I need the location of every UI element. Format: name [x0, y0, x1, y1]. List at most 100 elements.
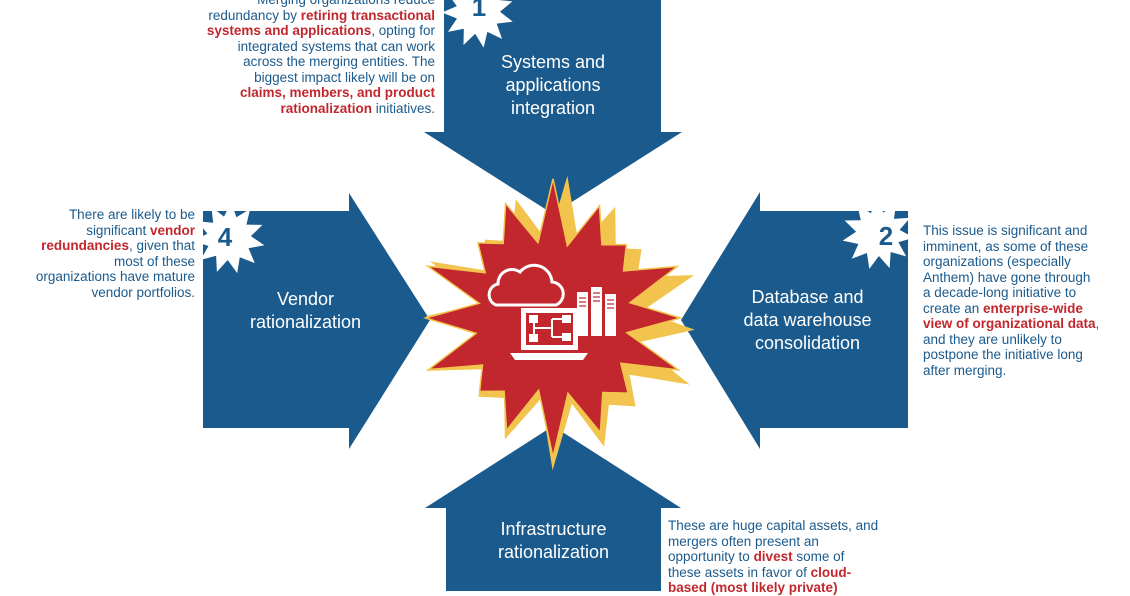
description-line: There are likely to be — [15, 207, 195, 223]
systems-integration-label: Systems and applications integration — [468, 51, 638, 120]
vendor-rationalization-arrow — [203, 193, 430, 449]
description-line: This issue is significant and — [923, 223, 1128, 239]
description-line: Merging organizations reduce — [180, 0, 435, 8]
description-text: after merging. — [923, 362, 1007, 378]
description-text: Merging organizations reduce — [257, 0, 435, 7]
description-line: Anthem) have gone through — [923, 270, 1128, 286]
description-line: These are huge capital assets, and — [668, 518, 908, 534]
description-text: a decade-long initiative to — [923, 285, 1077, 300]
description-line: significant vendor — [15, 223, 195, 239]
description-line: redundancies, given that — [15, 238, 195, 254]
label-line: rationalization — [497, 542, 610, 562]
description-line: integrated systems that can work — [180, 39, 435, 55]
description-text: vendor portfolios. — [91, 284, 195, 300]
description-text: initiatives. — [371, 100, 435, 116]
description-line: after merging. — [923, 363, 1128, 379]
description-text: redundancy by — [208, 7, 301, 23]
description-line: redundancy by retiring transactional — [180, 8, 435, 24]
highlighted-text: claims, members, and product — [239, 85, 435, 100]
label-line: Infrastructure — [500, 519, 607, 539]
highlighted-text: view of organizational data — [923, 316, 1096, 331]
network-diagram-icon — [529, 315, 571, 342]
highlighted-text: based (most likely private) — [668, 580, 838, 595]
cloud-icon — [487, 263, 565, 307]
step-number-4: 4 — [217, 222, 233, 252]
description-text: , — [1095, 316, 1100, 331]
label-line: Systems and — [500, 52, 606, 72]
step-number-2: 2 — [878, 221, 894, 251]
description-line: a decade-long initiative to — [923, 285, 1128, 301]
description-text: This issue is significant and — [923, 223, 1088, 238]
label-line: applications — [505, 75, 601, 95]
infrastructure-rationalization-arrow — [425, 426, 681, 591]
label-line: consolidation — [754, 333, 861, 353]
description-line: organizations (especially — [923, 254, 1128, 270]
description-line: and they are unlikely to — [923, 332, 1128, 348]
description-line: imminent, as some of these — [923, 239, 1128, 255]
description-text: organizations (especially — [923, 254, 1071, 269]
description-text: , opting for — [371, 23, 435, 38]
description-text: create an — [923, 300, 984, 316]
number-2-starburst — [842, 198, 914, 269]
description-line: postpone the initiative long — [923, 347, 1128, 363]
description-line: based (most likely private) — [668, 580, 908, 596]
description-text: These are huge capital assets, and — [668, 518, 879, 533]
highlighted-text: redundancies — [41, 238, 129, 253]
highlighted-text: divest — [753, 549, 793, 564]
description-text: , given that — [128, 238, 195, 253]
highlighted-text: enterprise-wide — [983, 300, 1083, 316]
systems-integration-description: Merging organizations reduceredundancy b… — [180, 0, 435, 116]
description-line: these assets in favor of cloud- — [668, 565, 908, 581]
infrastructure-rationalization-label: Infrastructure rationalization — [466, 518, 641, 564]
description-line: most of these — [15, 254, 195, 270]
description-line: view of organizational data, — [923, 316, 1128, 332]
highlighted-text: rationalization — [280, 100, 372, 116]
description-line: across the merging entities. The — [180, 54, 435, 70]
description-text: imminent, as some of these — [923, 238, 1089, 254]
highlighted-text: systems and applications — [206, 23, 372, 38]
description-text: Anthem) have gone through — [923, 269, 1091, 285]
step-number-1: 1 — [471, 0, 487, 22]
description-text: opportunity to — [668, 549, 754, 564]
description-text: mergers often present an — [668, 533, 819, 549]
description-text: and they are unlikely to — [923, 331, 1062, 347]
number-1-starburst — [442, 0, 513, 48]
database-consolidation-label: Database and data warehouse consolidatio… — [720, 286, 895, 355]
description-line: rationalization initiatives. — [180, 101, 435, 117]
systems-integration-arrow — [424, 0, 682, 214]
highlighted-text: retiring transactional — [300, 7, 435, 23]
database-consolidation-arrow — [681, 192, 908, 449]
number-4-starburst — [193, 202, 265, 274]
label-line: Database and — [751, 287, 864, 307]
description-text: There are likely to be — [68, 207, 195, 222]
description-line: claims, members, and product — [180, 85, 435, 101]
description-line: create an enterprise-wide — [923, 301, 1128, 317]
description-line: biggest impact likely will be on — [180, 70, 435, 86]
server-rack-icon — [577, 287, 616, 336]
description-line: opportunity to divest some of — [668, 549, 908, 565]
label-line: rationalization — [249, 312, 362, 332]
description-text: across the merging entities. The — [243, 54, 435, 69]
description-text: these assets in favor of — [668, 564, 811, 580]
description-text: most of these — [113, 253, 195, 269]
description-line: mergers often present an — [668, 534, 908, 550]
description-text: postpone the initiative long — [923, 347, 1083, 362]
description-text: integrated systems that can work — [237, 38, 435, 54]
description-line: vendor portfolios. — [15, 285, 195, 301]
description-text: significant — [86, 222, 150, 238]
label-line: Vendor — [276, 289, 335, 309]
description-text: biggest impact likely will be on — [254, 69, 435, 85]
highlighted-text: cloud- — [810, 564, 852, 580]
description-text: some of — [792, 549, 845, 564]
description-text: organizations have mature — [35, 269, 195, 284]
description-line: organizations have mature — [15, 269, 195, 285]
label-line: integration — [510, 98, 596, 118]
highlighted-text: vendor — [149, 222, 195, 238]
description-line: systems and applications, opting for — [180, 23, 435, 39]
label-line: data warehouse — [743, 310, 872, 330]
vendor-rationalization-label: Vendor rationalization — [218, 288, 393, 334]
